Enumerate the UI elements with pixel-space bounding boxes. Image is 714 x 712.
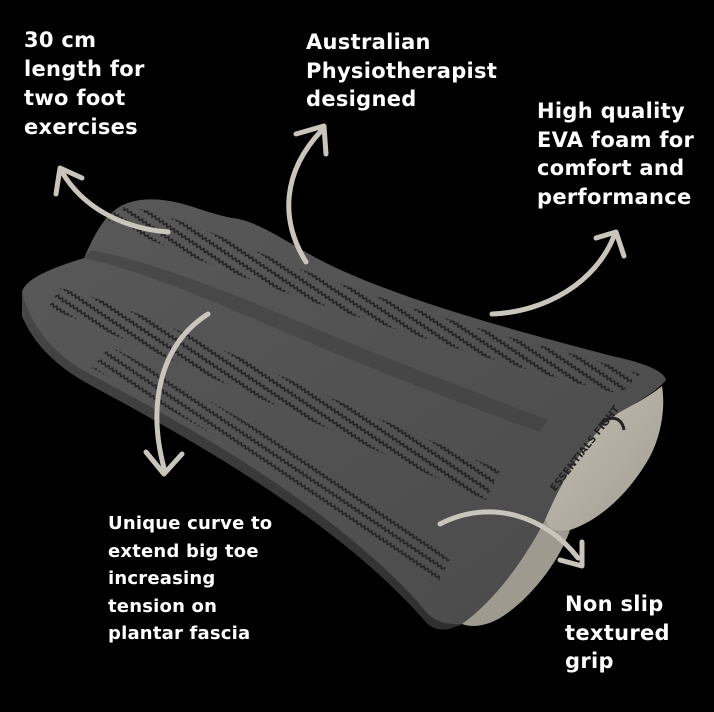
callout-length-line: exercises xyxy=(24,115,138,139)
callout-designed-line: Physiotherapist xyxy=(306,58,498,83)
callout-foam-line: EVA foam for xyxy=(537,127,695,152)
callout-curve-line: extend big toe xyxy=(108,540,259,562)
callout-foam-line: comfort and xyxy=(537,156,685,180)
callout-curve-line: tension on xyxy=(108,595,218,617)
foam-groove-shadow xyxy=(84,250,548,432)
callout-curve-line: increasing xyxy=(108,568,216,589)
callout-length-line: length for xyxy=(24,57,145,81)
callout-curve: Unique curve to extend big toe increasin… xyxy=(108,510,272,648)
callout-foam: High quality EVA foam for comfort and pe… xyxy=(537,97,694,211)
grip-texture-band-rear xyxy=(104,206,640,394)
callout-length-line: 30 cm xyxy=(24,28,97,52)
callout-grip: Non slip textured grip xyxy=(565,590,670,676)
callout-designed-line: Australian xyxy=(306,30,431,54)
foam-end-face xyxy=(545,386,664,532)
foam-front-side xyxy=(22,292,462,630)
callout-curve-line: Unique curve to xyxy=(108,513,273,534)
callout-designed-line: designed xyxy=(306,87,417,111)
callout-grip-line: textured xyxy=(565,620,670,645)
callout-length-line: two foot xyxy=(24,86,126,110)
callout-designed: Australian Physiotherapist designed xyxy=(306,28,497,114)
callout-foam-line: High quality xyxy=(537,99,685,123)
callout-curve-line: plantar fascia xyxy=(108,623,251,644)
callout-length: 30 cm length for two foot exercises xyxy=(24,26,145,142)
callout-grip-line: grip xyxy=(565,649,614,673)
callout-foam-line: performance xyxy=(537,184,692,209)
callout-grip-line: Non slip xyxy=(565,592,664,616)
